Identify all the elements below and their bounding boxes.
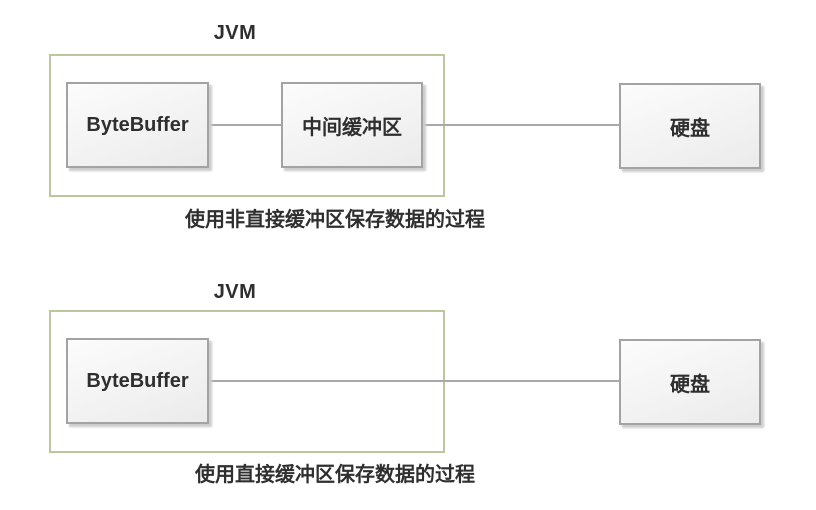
bytebuffer-node: ByteBuffer	[66, 82, 209, 168]
jvm-label: JVM	[213, 22, 257, 44]
direct-buffer-caption: 使用直接缓冲区保存数据的过程	[195, 464, 475, 486]
connector-middle-buffer-to-disk	[423, 124, 619, 126]
middle-buffer-node: 中间缓冲区	[281, 82, 423, 168]
non-direct-buffer-caption: 使用非直接缓冲区保存数据的过程	[185, 209, 485, 231]
jvm-label: JVM	[213, 281, 257, 303]
connector-bytebuffer-to-disk	[209, 380, 619, 382]
disk-node: 硬盘	[619, 339, 761, 425]
disk-node: 硬盘	[619, 83, 761, 169]
bytebuffer-node: ByteBuffer	[66, 338, 209, 424]
connector-bytebuffer-to-middle-buffer	[209, 124, 281, 126]
